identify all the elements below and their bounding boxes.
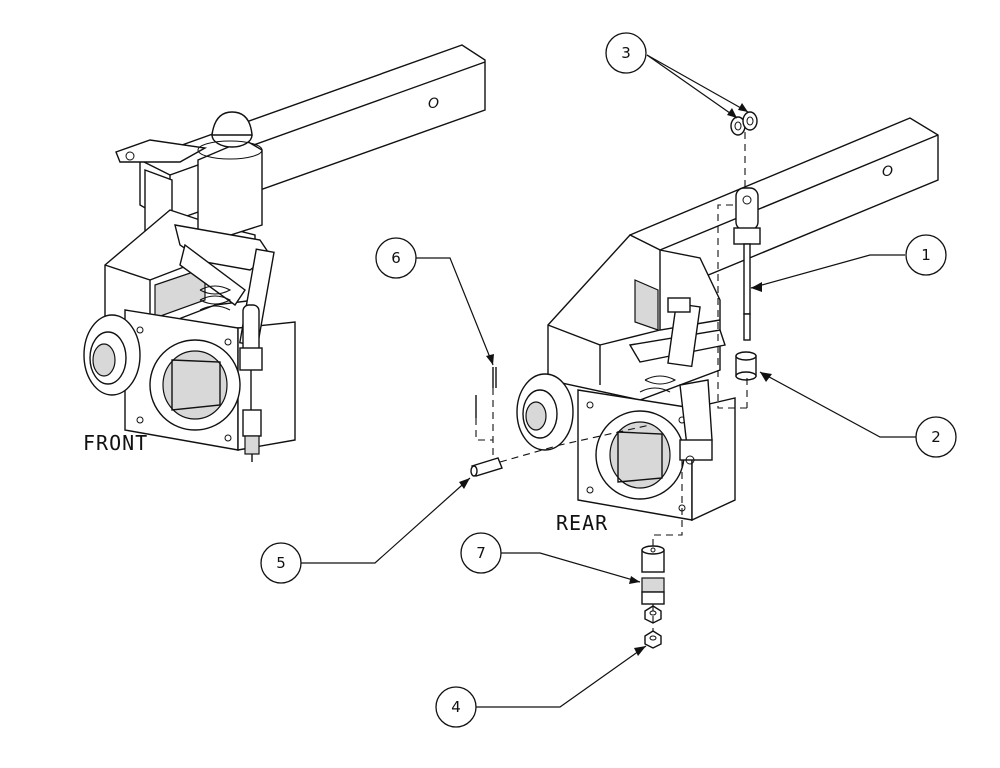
callout-2: 2 [759, 371, 957, 458]
callout-5-label: 5 [276, 554, 286, 572]
rear-bracket-plate [577, 389, 736, 522]
rear-assembly: O [516, 117, 939, 535]
callout-3-label: 3 [621, 44, 631, 62]
part-7-bushings [641, 545, 665, 605]
rear-view-label: REAR [556, 511, 608, 535]
front-air-spring [197, 111, 263, 241]
callout-4-label: 4 [451, 698, 461, 716]
rear-arm-shock [628, 297, 726, 465]
callout-1: 1 [750, 234, 947, 292]
callout-5: 5 [260, 477, 471, 584]
front-frame-mark: O [428, 96, 439, 112]
callout-7: 7 [460, 532, 641, 584]
part-6-cotter-pins [475, 367, 497, 418]
callout-7-label: 7 [476, 544, 486, 562]
assembly-dash-lines [475, 132, 748, 631]
part-1-clevis-rod [733, 187, 761, 341]
callout-2-label: 2 [931, 428, 941, 446]
part-2-bushing [735, 351, 757, 381]
callout-3: 3 [605, 32, 749, 119]
part-4-nuts [644, 605, 662, 649]
front-bracket-plate [124, 309, 296, 451]
front-arm-shock [174, 224, 275, 462]
callout-4: 4 [435, 645, 647, 728]
front-hub [83, 314, 141, 396]
callout-1-label: 1 [921, 246, 931, 264]
front-mount-tab [115, 139, 208, 163]
part-3-washers [730, 111, 758, 136]
front-assembly: O [83, 44, 486, 462]
callout-6: 6 [375, 237, 494, 366]
front-frame-tube: O [139, 44, 486, 223]
callout-6-label: 6 [391, 249, 401, 267]
front-view-label: FRONT [83, 431, 148, 455]
rear-hub [516, 373, 574, 451]
rear-frame-mark: O [882, 164, 893, 180]
part-5-pin [470, 457, 503, 477]
